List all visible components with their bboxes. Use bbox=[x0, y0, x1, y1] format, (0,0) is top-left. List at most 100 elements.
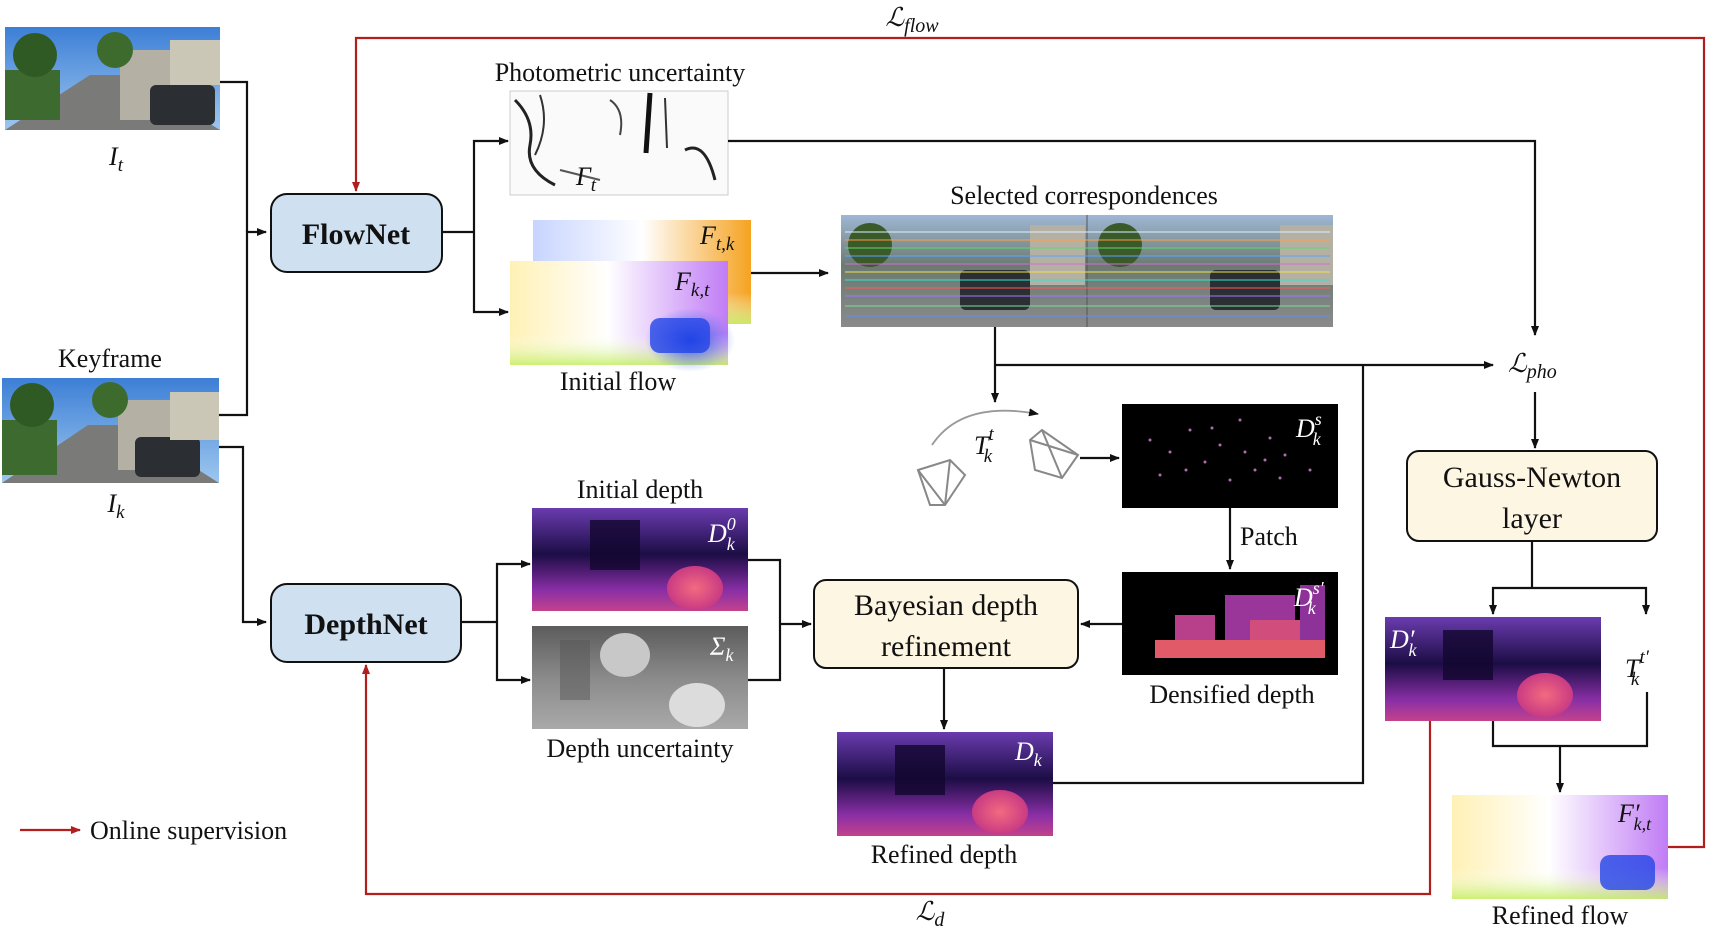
label-Ftk: Ft,k bbox=[699, 221, 735, 255]
label-Tkt-sup: t bbox=[988, 424, 994, 445]
label-Dkp-sub: k bbox=[1408, 640, 1417, 660]
connector-to-initial-depth bbox=[495, 560, 531, 622]
label-I-k-main: I bbox=[106, 489, 117, 518]
label-Ds-main: D bbox=[1295, 414, 1315, 443]
label-selected-corr: Selected correspondences bbox=[950, 181, 1218, 210]
label-Dkp: D′k bbox=[1389, 625, 1417, 660]
label-Fkt-main: F bbox=[674, 267, 692, 296]
label-Tktp-sub: k bbox=[1631, 669, 1640, 690]
image-refined-depth bbox=[837, 732, 1053, 836]
label-D0-main: D bbox=[707, 519, 727, 548]
loss-flow-symbol: ℒ bbox=[885, 3, 905, 32]
label-I-k-sub: k bbox=[116, 502, 125, 523]
label-Tkt-sub: k bbox=[984, 446, 993, 467]
camera-left-icon bbox=[916, 458, 967, 506]
label-Dk: Dk bbox=[1014, 737, 1043, 770]
label-Ds-sub: k bbox=[1313, 429, 1322, 449]
connector-Ik-to-flownet bbox=[219, 228, 267, 417]
label-Dkp-main: D′ bbox=[1389, 625, 1415, 654]
label-Ftk-main: F bbox=[699, 221, 717, 250]
legend: Online supervision bbox=[20, 816, 287, 845]
label-Dsp-sup: s′ bbox=[1313, 578, 1325, 598]
loss-pho: ℒpho bbox=[1508, 349, 1557, 383]
label-Tktp: Tt′k bbox=[1625, 647, 1650, 690]
image-updated-depth bbox=[1385, 617, 1601, 721]
connector-refined-to-lpho bbox=[1053, 365, 1365, 785]
loss-flow: ℒflow bbox=[885, 3, 939, 37]
camera-right-icon bbox=[1028, 428, 1080, 480]
label-I-t-main: I bbox=[108, 142, 119, 171]
connector-gauss-to-Dkp bbox=[1489, 586, 1532, 615]
label-Dk-main: D bbox=[1014, 737, 1034, 766]
legend-online-supervision: Online supervision bbox=[90, 816, 287, 845]
connector-photometric-to-lpho bbox=[728, 139, 1539, 336]
label-Fktp: F′k,t bbox=[1617, 799, 1652, 834]
label-Fkt: Fk,t bbox=[674, 267, 710, 301]
connector-to-flow bbox=[472, 232, 509, 316]
supervision-flow-loop bbox=[352, 36, 1706, 849]
connector-initial-depth-to-bayes bbox=[748, 558, 782, 682]
loss-pho-subscript: pho bbox=[1525, 361, 1557, 383]
label-keyframe: Keyframe bbox=[58, 344, 162, 373]
pose-arc bbox=[931, 408, 1039, 446]
label-Ftk-sub: t,k bbox=[716, 234, 735, 255]
label-photometric: Photometric uncertainty bbox=[495, 58, 746, 87]
label-Fktp-main: F′ bbox=[1617, 799, 1640, 828]
connector-gauss-to-Tktp bbox=[1532, 586, 1650, 615]
image-photometric-uncertainty bbox=[509, 90, 729, 196]
label-Dsp-main: D bbox=[1293, 583, 1313, 612]
bayes-box bbox=[813, 579, 1079, 669]
gauss-label-line1: Gauss-Newton bbox=[1443, 461, 1621, 494]
image-sparse-depth bbox=[1122, 404, 1338, 508]
image-I-t bbox=[5, 27, 220, 130]
loss-d: ℒd bbox=[916, 897, 946, 928]
label-initial-flow: Initial flow bbox=[560, 367, 676, 396]
label-refined-flow: Refined flow bbox=[1492, 901, 1629, 928]
label-I-t: It bbox=[108, 142, 124, 176]
label-D0-sup: 0 bbox=[727, 514, 736, 534]
label-patch: Patch bbox=[1240, 522, 1298, 551]
label-D0-sub: k bbox=[727, 534, 736, 554]
image-correspondences bbox=[841, 215, 1333, 327]
label-Dsp: Ds′k bbox=[1293, 578, 1325, 618]
image-initial-depth bbox=[532, 508, 748, 611]
label-sigma: Σk bbox=[709, 632, 734, 665]
label-Dk-sub: k bbox=[1034, 750, 1043, 770]
gauss-label-line2: layer bbox=[1502, 502, 1562, 535]
image-I-k bbox=[2, 378, 219, 483]
bayes-label-line2: refinement bbox=[881, 630, 1012, 663]
label-sigma-main: Σ bbox=[709, 632, 726, 661]
connector-Ik-to-depthnet bbox=[219, 445, 267, 626]
loss-d-symbol: ℒ bbox=[916, 897, 936, 926]
label-gamma-sub: t bbox=[591, 175, 597, 196]
loss-flow-subscript: flow bbox=[904, 15, 939, 37]
image-depth-uncertainty bbox=[532, 626, 748, 729]
label-Ds-sup: s bbox=[1315, 409, 1322, 429]
label-Tkt-main: T bbox=[974, 431, 990, 460]
label-Dsp-sub: k bbox=[1308, 598, 1317, 618]
image-flow-Fkt bbox=[510, 261, 735, 372]
label-Fktp-sub: k,t bbox=[1634, 814, 1652, 834]
image-refined-flow bbox=[1452, 795, 1668, 899]
bayes-label-line1: Bayesian depth bbox=[854, 589, 1038, 622]
label-I-k: Ik bbox=[106, 489, 125, 523]
label-I-t-sub: t bbox=[118, 155, 124, 176]
label-Tktp-main: T bbox=[1625, 654, 1641, 683]
label-sigma-sub: k bbox=[725, 645, 734, 665]
label-Fkt-sub: k,t bbox=[691, 280, 710, 301]
label-Tktp-sup: t′ bbox=[1639, 647, 1649, 668]
flownet-label: FlowNet bbox=[302, 218, 410, 251]
label-refined-depth: Refined depth bbox=[871, 840, 1018, 869]
label-depth-unc: Depth uncertainty bbox=[547, 734, 734, 763]
connector-Dkp-down bbox=[1491, 692, 1649, 748]
loss-d-subscript: d bbox=[934, 909, 945, 928]
loss-pho-symbol: ℒ bbox=[1508, 349, 1528, 378]
label-gamma: Γt bbox=[575, 162, 597, 196]
connector-to-photometric bbox=[472, 137, 509, 232]
label-gamma-main: Γ bbox=[575, 162, 592, 191]
depthnet-label: DepthNet bbox=[304, 608, 427, 641]
